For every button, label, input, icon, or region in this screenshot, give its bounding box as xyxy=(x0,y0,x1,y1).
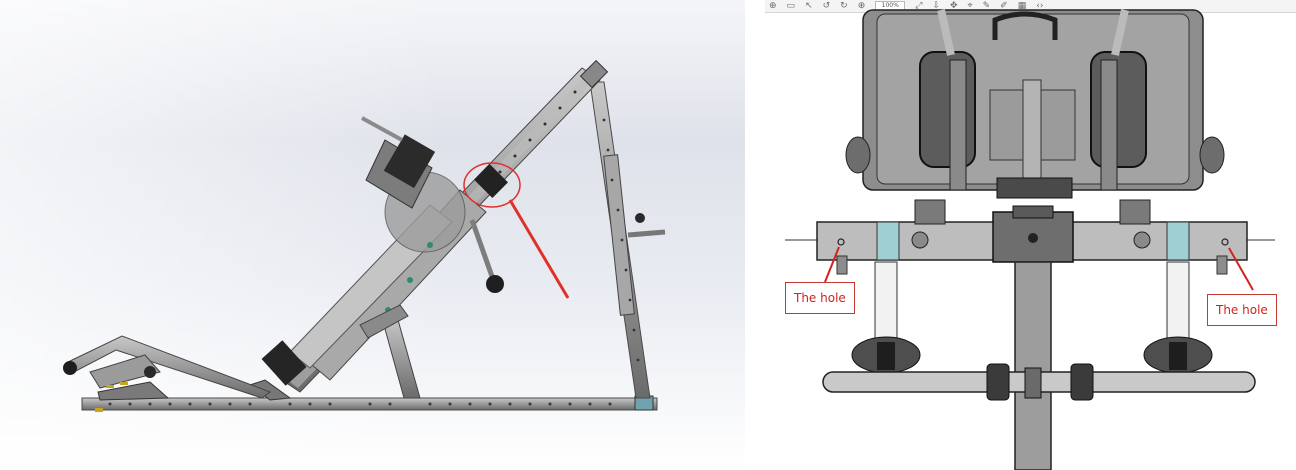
callout-hole-right: The hole xyxy=(1207,294,1277,326)
hole-left xyxy=(837,238,845,246)
expand-icon[interactable]: ‹› xyxy=(1036,1,1044,11)
hack-squat-side-drawing xyxy=(0,0,745,470)
edit-icon[interactable]: ✐ xyxy=(1000,1,1008,11)
highlight-annotation xyxy=(463,162,570,299)
zoom-icon[interactable]: ⊕ xyxy=(769,1,777,11)
left-cad-view xyxy=(0,0,745,470)
hole-right xyxy=(1221,238,1229,246)
callout-arrows xyxy=(824,246,1254,291)
select-icon[interactable]: ↖ xyxy=(805,1,813,11)
measure-icon[interactable]: ⌖ xyxy=(967,1,973,11)
foot-lever xyxy=(63,335,272,401)
grid-icon[interactable]: ▦ xyxy=(1017,1,1027,11)
carriage xyxy=(261,116,504,386)
download-icon[interactable]: ⇩ xyxy=(932,1,940,11)
front-view-drawing xyxy=(785,9,1275,470)
lower-frame xyxy=(822,261,1256,470)
pan-icon[interactable]: ✥ xyxy=(950,1,958,11)
crossbar xyxy=(785,199,1275,275)
front-support xyxy=(248,304,421,401)
page-icon[interactable]: ▭ xyxy=(786,1,796,11)
callout-hole-left: The hole xyxy=(785,282,855,314)
base-rail xyxy=(81,395,658,412)
rotate-left-icon[interactable]: ↺ xyxy=(822,1,831,11)
zoom-in-icon[interactable]: ⊕ xyxy=(857,1,866,11)
markup-icon[interactable]: ✎ xyxy=(982,1,991,11)
fit-icon[interactable]: ⤢ xyxy=(915,1,923,11)
seat-back-assembly xyxy=(845,9,1225,199)
right-front-view: ⊕ ▭ ↖ ↺ ↻ ⊕ 100% ⤢ ⇩ ✥ ⌖ ✎ ✐ ▦ ‹› xyxy=(765,0,1296,470)
rear-upright xyxy=(589,81,666,399)
rotate-right-icon[interactable]: ↻ xyxy=(840,1,848,11)
